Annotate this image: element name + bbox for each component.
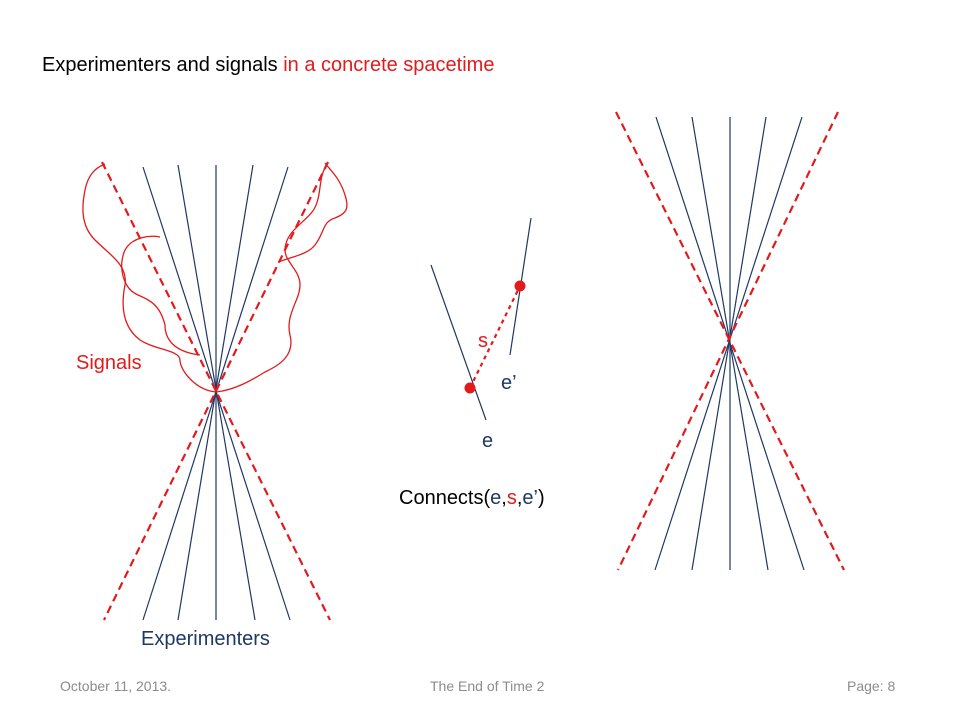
event-e-dot [464, 382, 476, 394]
connects-suffix: ) [537, 487, 545, 509]
right-worldlines [654, 116, 805, 571]
footer-date: October 11, 2013. [60, 678, 172, 694]
right-cone-edge-2 [617, 111, 839, 571]
signal-wave-outer-left [82, 163, 217, 393]
connects-e: e [490, 487, 502, 509]
connects-s: s [506, 487, 517, 509]
signal-wave-inner-right [277, 162, 348, 263]
event-e-label: e [482, 430, 494, 452]
signal-wave-inner-left [121, 235, 201, 356]
slide-title-black: Experimenters and signals [42, 54, 284, 76]
experimenters-label: Experimenters [141, 628, 270, 650]
connects-prefix: Connects( [399, 487, 491, 509]
middle-worldline-e [430, 264, 487, 421]
signals-label: Signals [76, 352, 142, 374]
footer-page-number: Page: 8 [847, 678, 896, 694]
slide-title: Experimenters and signals in a concrete … [42, 54, 494, 77]
left-cone-edge-2 [103, 161, 329, 621]
connects-expression: Connects(e,s,e’) [399, 487, 545, 510]
right-cone-edge-1 [615, 111, 845, 571]
signal-connection [469, 285, 521, 389]
connects-comma-2: , [516, 487, 523, 509]
signal-wave-outer-right [215, 167, 326, 393]
connects-comma-1: , [501, 487, 507, 509]
signal-s-label: s [478, 330, 488, 352]
connects-e-prime: e’ [522, 487, 538, 509]
right-light-cone [615, 111, 845, 571]
middle-events [464, 280, 526, 394]
slide-title-red: in a concrete spacetime [283, 54, 495, 76]
left-worldline-5 [142, 166, 289, 621]
signal-waves [82, 162, 348, 393]
event-e-prime-label: e’ [501, 372, 517, 394]
right-worldline-5 [654, 116, 803, 571]
left-worldlines [142, 164, 291, 621]
footer-center: The End of Time 2 [430, 678, 545, 694]
event-e-prime-dot [514, 280, 526, 292]
